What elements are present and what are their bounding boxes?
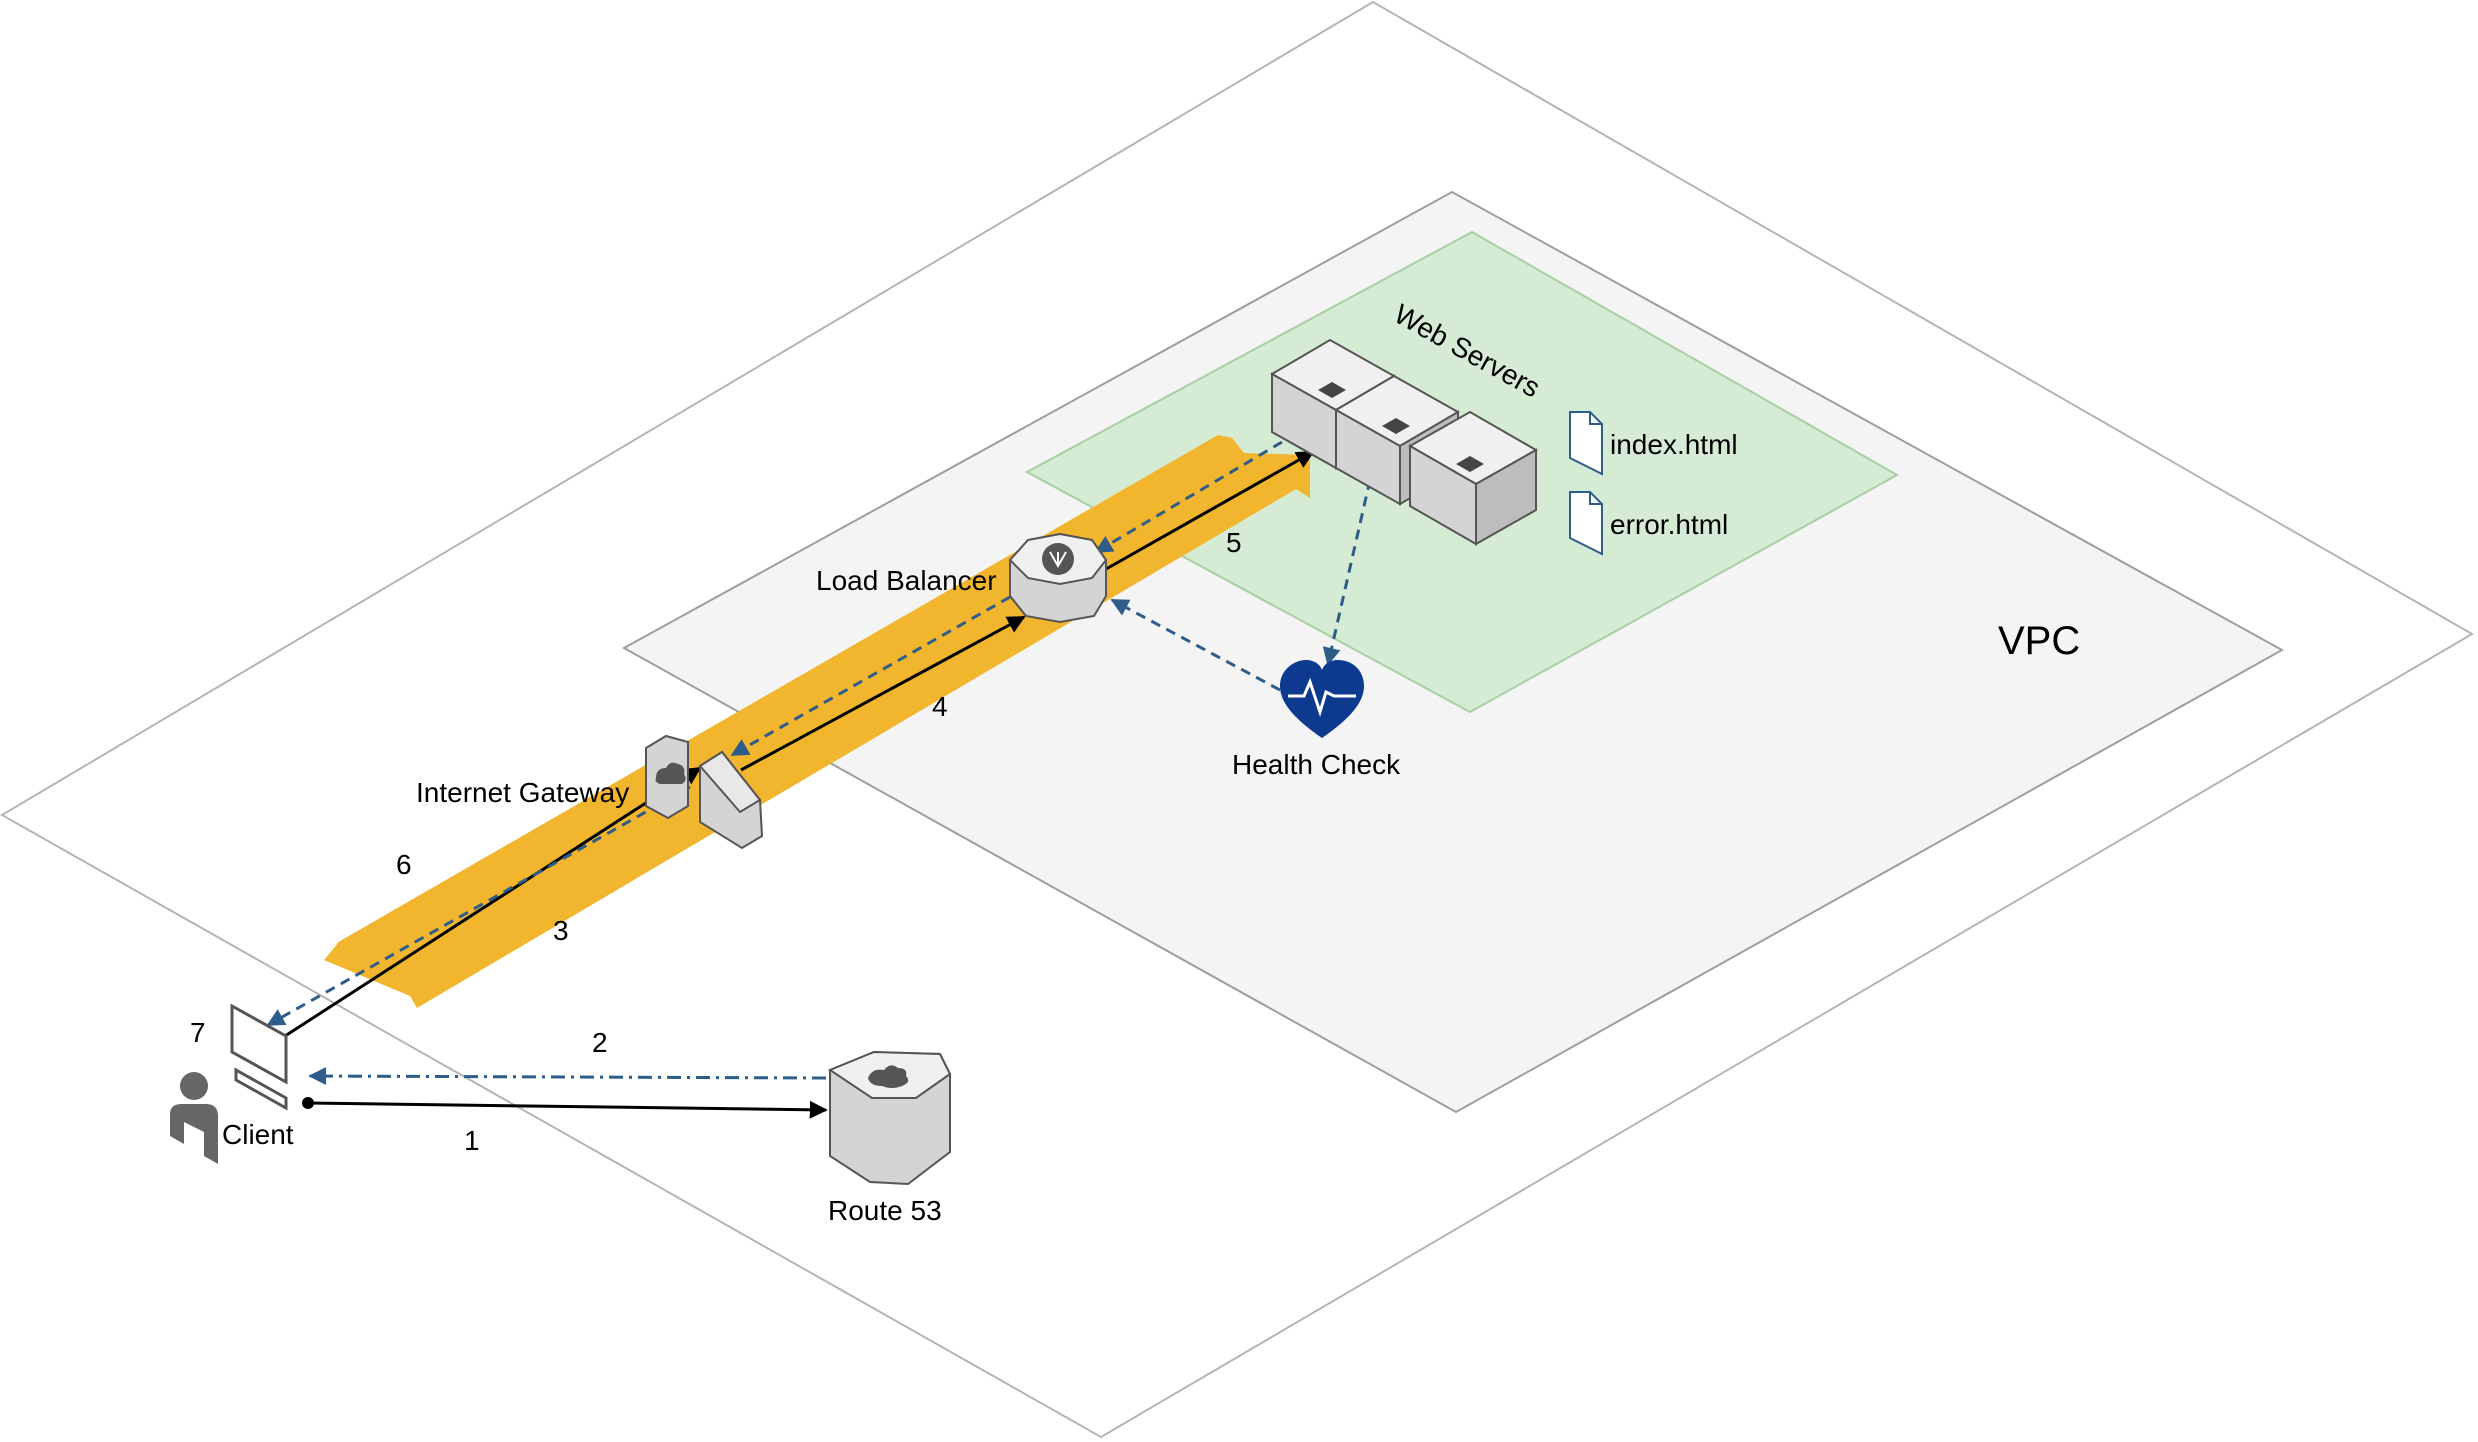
file-icon (1569, 491, 1603, 556)
load-balancer (1008, 532, 1108, 624)
request-line-client-to-gateway (284, 766, 702, 1038)
vpc-label: VPC (1998, 619, 2080, 663)
file-icon (1569, 411, 1603, 476)
step-6: 6 (396, 849, 412, 880)
health-line-from-servers (1322, 479, 1372, 666)
step-2: 2 (592, 1027, 608, 1058)
request-line-lb-to-servers (1098, 450, 1315, 575)
internet-gateway (645, 734, 764, 850)
route53-label: Route 53 (828, 1195, 942, 1226)
step-4: 4 (932, 691, 948, 722)
file-error (1569, 491, 1603, 556)
client (170, 1003, 288, 1164)
heart-monitor-icon (1280, 660, 1364, 738)
user-desktop-icon (170, 1003, 288, 1164)
route53 (827, 1050, 952, 1186)
server-icon (1318, 382, 1346, 398)
internet-gateway-label: Internet Gateway (416, 777, 629, 808)
step-5: 5 (1226, 527, 1242, 558)
file-index-label: index.html (1610, 429, 1738, 460)
file-error-label: error.html (1610, 509, 1728, 540)
file-index (1569, 411, 1603, 476)
client-label: Client (222, 1119, 294, 1150)
health-check (1280, 660, 1364, 738)
step-3: 3 (553, 915, 569, 946)
step-1: 1 (464, 1125, 480, 1156)
response-line-servers-to-lb (1094, 440, 1283, 554)
health-line-to-lb (1110, 598, 1281, 692)
health-check-label: Health Check (1232, 749, 1401, 780)
request-line-gateway-to-lb (740, 615, 1026, 772)
web-server-3 (1407, 410, 1539, 546)
dns-request-line (302, 1097, 828, 1119)
response-line-lb-to-gateway (730, 595, 1011, 757)
server-icon (1382, 418, 1410, 434)
internet-gateway-icon (655, 762, 686, 784)
step-7: 7 (190, 1017, 206, 1048)
response-line-gateway-to-client (266, 785, 691, 1027)
route53-icon (868, 1065, 909, 1088)
server-icon (1456, 456, 1484, 472)
load-balancer-label: Load Balancer (816, 565, 997, 596)
